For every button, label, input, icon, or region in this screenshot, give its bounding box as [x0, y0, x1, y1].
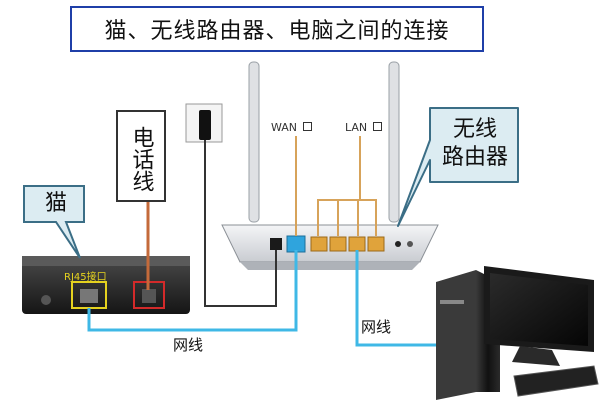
router-label-line-2: 路由器	[441, 145, 508, 170]
router-callout	[397, 107, 519, 227]
router-label: 无线 路由器	[440, 116, 510, 172]
lan-box-icon	[372, 122, 382, 131]
modem-device	[22, 256, 190, 314]
router-antennas	[248, 61, 400, 223]
rj45-label: RJ45接口	[64, 272, 107, 283]
monitor	[484, 266, 594, 366]
desktop-tower	[436, 270, 500, 400]
router-label-line-1: 无线	[452, 117, 497, 142]
phone-line-label: 电话线	[116, 110, 166, 202]
network-cable-1	[87, 250, 298, 332]
wireless-router	[221, 224, 439, 270]
cable-label-2: 网线	[361, 318, 392, 336]
lan-label: LAN	[345, 121, 382, 134]
power-adapter	[185, 103, 277, 307]
modem-callout	[23, 185, 85, 259]
wan-box-icon	[302, 122, 312, 131]
keyboard	[513, 365, 599, 397]
lan-text: LAN	[345, 121, 368, 134]
cable-label-1: 网线	[173, 336, 204, 354]
network-cable-2	[355, 250, 458, 347]
modem-label: 猫	[44, 191, 67, 216]
wan-text: WAN	[271, 121, 298, 134]
wan-label: WAN	[271, 121, 312, 134]
port-label-lines	[295, 136, 377, 236]
diagram-title: 猫、无线路由器、电脑之间的连接	[70, 6, 484, 52]
